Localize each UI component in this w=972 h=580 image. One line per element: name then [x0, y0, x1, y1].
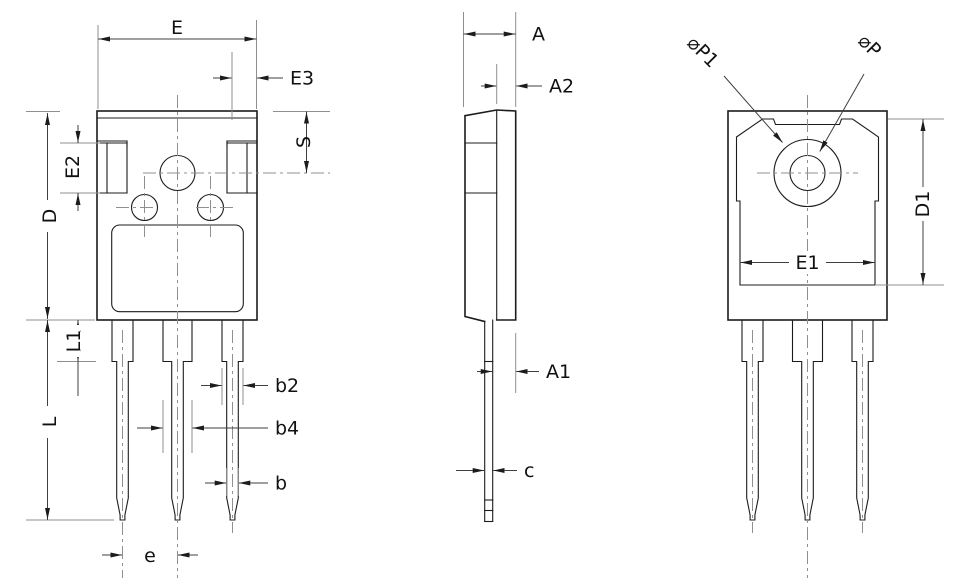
dim-label-D1: D1: [912, 191, 934, 218]
label-mask: [40, 200, 56, 232]
dim-label-L: L: [39, 416, 61, 427]
dim-label-S: S: [293, 136, 315, 148]
dim-label-A: A: [532, 24, 545, 46]
front-lead-3: [221, 319, 244, 521]
label-mask: [62, 325, 80, 357]
dim-label-A1: A1: [546, 361, 571, 383]
dim-label-b4: b4: [275, 418, 299, 440]
dim-label-c: c: [524, 460, 534, 482]
dim-label-D: D: [39, 209, 61, 224]
dim-label-b2: b2: [275, 375, 299, 397]
back-lead-3: [851, 319, 874, 521]
dim-label-A2: A2: [549, 76, 574, 98]
phi-p-leader-line: [819, 73, 865, 152]
dim-label-E2: E2: [62, 155, 84, 179]
back-lead-1: [741, 319, 764, 521]
label-mask: [40, 406, 56, 438]
label-mask: [789, 251, 826, 274]
back-view: D1 E1 ⌀P1 ⌀P: [682, 30, 944, 578]
front-side-dent-left: [96, 142, 128, 194]
dim-label-E: E: [171, 17, 183, 39]
dim-label-phi-p1: ⌀P1: [682, 32, 722, 72]
dim-label-E1: E1: [795, 252, 819, 274]
phi-p1-leader-line: [723, 75, 783, 143]
side-view: A A2 A1 c: [456, 12, 574, 523]
front-lead-1: [111, 319, 134, 521]
dim-label-phi-p: ⌀P: [853, 30, 885, 62]
label-mask: [139, 546, 161, 564]
dim-label-L1: L1: [63, 330, 85, 353]
side-lead: [484, 319, 494, 523]
back-metal-tab-outline: [735, 118, 880, 286]
front-side-dent-right: [226, 142, 258, 194]
label-mask: [913, 187, 930, 221]
dim-label-E3: E3: [290, 68, 314, 90]
front-view: E E3 S E2 D L1 L: [26, 17, 330, 578]
dim-label-e: e: [144, 545, 156, 567]
dim-label-b: b: [275, 473, 287, 495]
side-body-outline: [464, 109, 517, 323]
label-mask: [62, 150, 79, 184]
